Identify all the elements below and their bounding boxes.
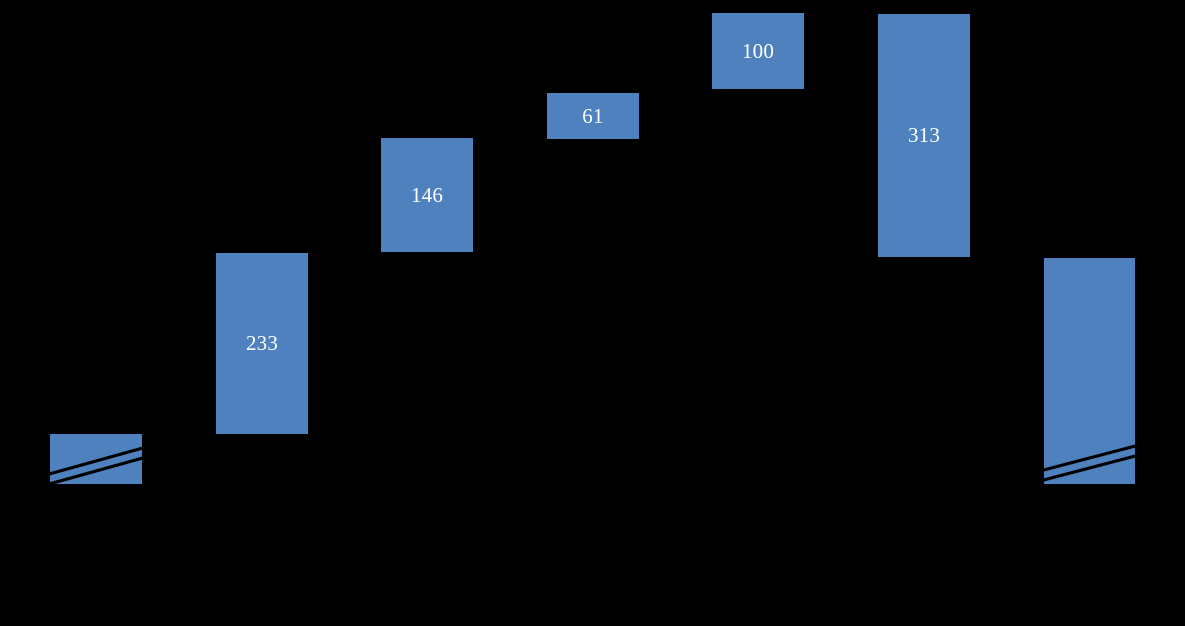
- waterfall-bar-4-label: 61: [582, 103, 604, 128]
- waterfall-bar-6[interactable]: 313: [878, 14, 970, 257]
- waterfall-bar-7[interactable]: [1044, 258, 1135, 484]
- waterfall-bar-6-label: 313: [907, 123, 941, 147]
- waterfall-bar-5[interactable]: 100: [712, 13, 804, 89]
- waterfall-bar-2[interactable]: 233: [216, 253, 308, 434]
- waterfall-bar-1[interactable]: [50, 434, 142, 484]
- waterfall-bar-2-label: 233: [245, 331, 279, 355]
- waterfall-bar-3[interactable]: 146: [381, 138, 473, 252]
- waterfall-bar-3-label: 146: [410, 182, 444, 207]
- waterfall-bar-5-label: 100: [741, 38, 775, 63]
- axis-break-icon: [42, 434, 150, 484]
- axis-break-icon: [1036, 258, 1143, 484]
- waterfall-bar-4[interactable]: 61: [547, 93, 639, 139]
